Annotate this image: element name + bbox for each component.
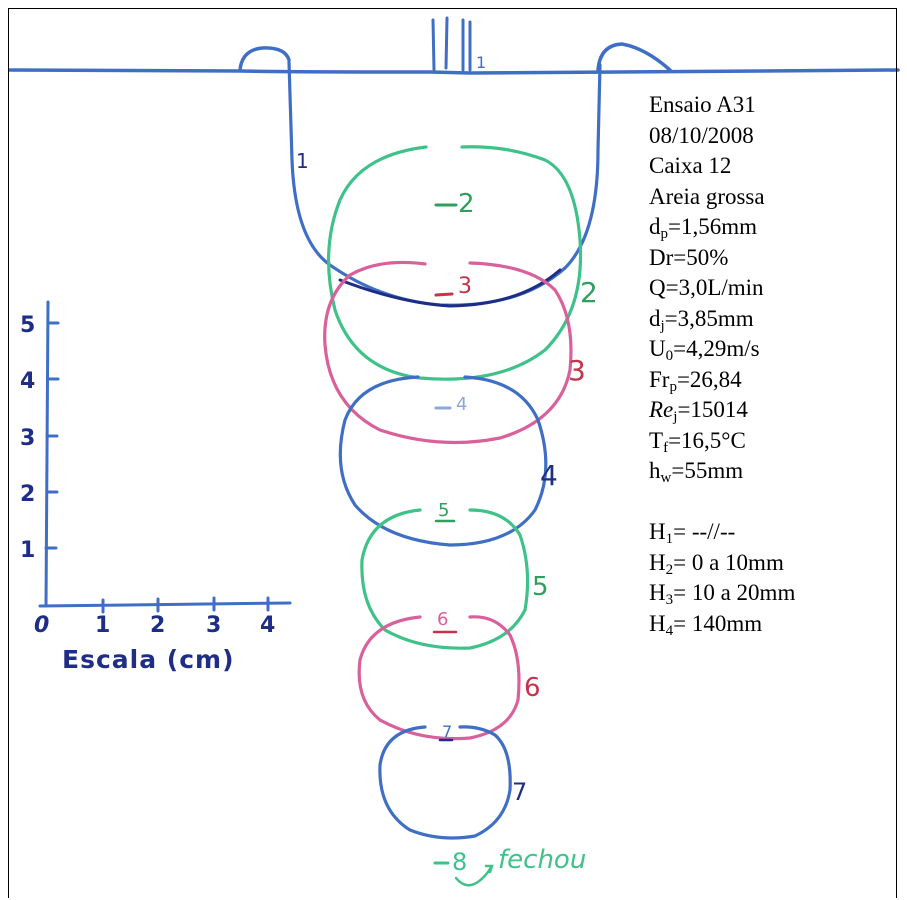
inner-7-label: 7 bbox=[442, 722, 452, 741]
closed-note: fechou bbox=[498, 845, 586, 875]
param-h1-subscript: 1 bbox=[665, 531, 674, 547]
contour-4 bbox=[338, 375, 548, 547]
scale-y-axis bbox=[44, 300, 50, 608]
contour-1-bottom-accent bbox=[338, 268, 562, 308]
scale-x-tick-1: 1 bbox=[95, 613, 110, 638]
param-dp-value: =1,56mm bbox=[668, 214, 758, 239]
contour-6 bbox=[357, 615, 521, 741]
inner-3-dash bbox=[434, 292, 454, 297]
param-hw-value: =55mm bbox=[671, 458, 744, 483]
contour-2-label: 2 bbox=[580, 276, 598, 309]
param-frp: Frp=26,84 bbox=[649, 365, 795, 396]
param-h4-symbol: H bbox=[649, 610, 666, 636]
param-h3-subscript: 3 bbox=[665, 592, 674, 608]
scale-axes bbox=[38, 300, 292, 614]
test-id: Ensaio A31 bbox=[649, 92, 756, 117]
param-rej: Rej=15014 bbox=[649, 395, 795, 426]
scale-x-tick-2: 2 bbox=[150, 613, 165, 638]
param-frp-symbol: Fr bbox=[649, 366, 670, 392]
inner-2-label: 2 bbox=[458, 189, 475, 219]
spacer bbox=[649, 487, 795, 518]
param-h3-symbol: H bbox=[649, 580, 666, 605]
contour-2 bbox=[326, 145, 583, 381]
test-date: 08/10/2008 bbox=[649, 122, 754, 148]
param-h2: H2= 0 a 10mm bbox=[649, 548, 795, 579]
scale-caption: Escala (cm) bbox=[62, 645, 235, 674]
param-h3: H3= 10 a 20mm bbox=[649, 578, 795, 609]
contour-6-label: 6 bbox=[524, 673, 541, 703]
surface-line bbox=[8, 68, 900, 75]
contour-5 bbox=[360, 508, 530, 650]
inner-3-label: 3 bbox=[458, 274, 472, 299]
param-hw-subscript: w bbox=[660, 470, 672, 486]
param-frp-subscript: p bbox=[669, 378, 677, 395]
param-rej-symbol: Re bbox=[649, 397, 674, 422]
left-mound bbox=[238, 46, 291, 72]
inner-4-label: 4 bbox=[456, 394, 467, 415]
contour-7 bbox=[378, 725, 512, 840]
contour-4-label: 4 bbox=[540, 459, 558, 492]
contour-3-label: 3 bbox=[568, 354, 586, 387]
param-u0-symbol: U bbox=[649, 336, 666, 361]
inner-5-label: 5 bbox=[438, 500, 449, 521]
param-u0: U0=4,29m/s bbox=[649, 334, 795, 365]
param-dj-symbol: d bbox=[649, 305, 661, 331]
param-tf: Tf=16,5°C bbox=[649, 426, 795, 457]
scale-y-tick-2: 2 bbox=[20, 482, 35, 507]
param-rej-subscript: j bbox=[673, 409, 678, 425]
scale-x-axis bbox=[38, 601, 292, 608]
param-tf-value: =16,5°C bbox=[668, 427, 746, 453]
contour-7-label: 7 bbox=[512, 778, 527, 806]
sand-type: Areia grossa bbox=[649, 183, 765, 209]
param-tf-symbol: T bbox=[649, 427, 664, 453]
scale-x-ticks bbox=[101, 596, 270, 614]
contour-1-label: 1 bbox=[296, 149, 309, 173]
contour-5-label: 5 bbox=[532, 572, 549, 602]
param-h2-subscript: 2 bbox=[665, 561, 674, 578]
param-h1: H1= --//-- bbox=[649, 517, 795, 548]
jet-pipe bbox=[431, 16, 472, 72]
scale-x-tick-3: 3 bbox=[206, 613, 221, 638]
param-dj-subscript: j bbox=[660, 317, 665, 334]
scale-x-tick-4: 4 bbox=[260, 613, 275, 638]
param-rej-value: =15014 bbox=[677, 397, 748, 422]
param-h2-value: = 0 a 10mm bbox=[673, 549, 784, 575]
inner-6-label: 6 bbox=[437, 609, 448, 630]
box-id: Caixa 12 bbox=[649, 153, 732, 178]
param-tf-subscript: f bbox=[663, 439, 669, 456]
param-dp-subscript: p bbox=[660, 226, 669, 242]
scale-y-ticks bbox=[44, 321, 60, 550]
contour-3 bbox=[323, 260, 573, 445]
pipe-label: 1 bbox=[476, 53, 486, 72]
param-q: Q=3,0L/min bbox=[649, 275, 764, 300]
scale-x-tick-0: 0 bbox=[34, 613, 49, 638]
param-u0-value: =4,29m/s bbox=[673, 336, 760, 361]
contour-1 bbox=[287, 60, 602, 307]
test-parameters: Ensaio A31 08/10/2008 Caixa 12 Areia gro… bbox=[649, 90, 795, 639]
scale-y-tick-1: 1 bbox=[20, 538, 35, 563]
param-hw-symbol: h bbox=[649, 458, 661, 483]
closed-number: 8 bbox=[452, 848, 467, 876]
right-mound bbox=[596, 42, 672, 72]
param-h4: H4= 140mm bbox=[649, 609, 795, 640]
param-h4-value: = 140mm bbox=[673, 610, 763, 636]
closed-arrow bbox=[454, 864, 494, 887]
param-h2-symbol: H bbox=[649, 549, 666, 575]
param-hw: hw=55mm bbox=[649, 456, 795, 487]
scale-y-tick-5: 5 bbox=[20, 313, 35, 338]
param-frp-value: =26,84 bbox=[676, 366, 742, 392]
scale-y-tick-4: 4 bbox=[20, 369, 35, 394]
param-h3-value: = 10 a 20mm bbox=[673, 580, 796, 605]
scale-y-tick-3: 3 bbox=[20, 426, 35, 451]
param-dj-value: =3,85mm bbox=[664, 305, 754, 331]
param-h1-symbol: H bbox=[649, 519, 666, 544]
param-dp: dp=1,56mm bbox=[649, 212, 795, 243]
param-dj: dj=3,85mm bbox=[649, 304, 795, 335]
param-u0-subscript: 0 bbox=[665, 348, 674, 364]
param-dp-symbol: d bbox=[649, 214, 661, 239]
param-h4-subscript: 4 bbox=[665, 622, 674, 639]
param-dr: Dr=50% bbox=[649, 244, 729, 270]
param-h1-value: = --//-- bbox=[673, 519, 736, 544]
